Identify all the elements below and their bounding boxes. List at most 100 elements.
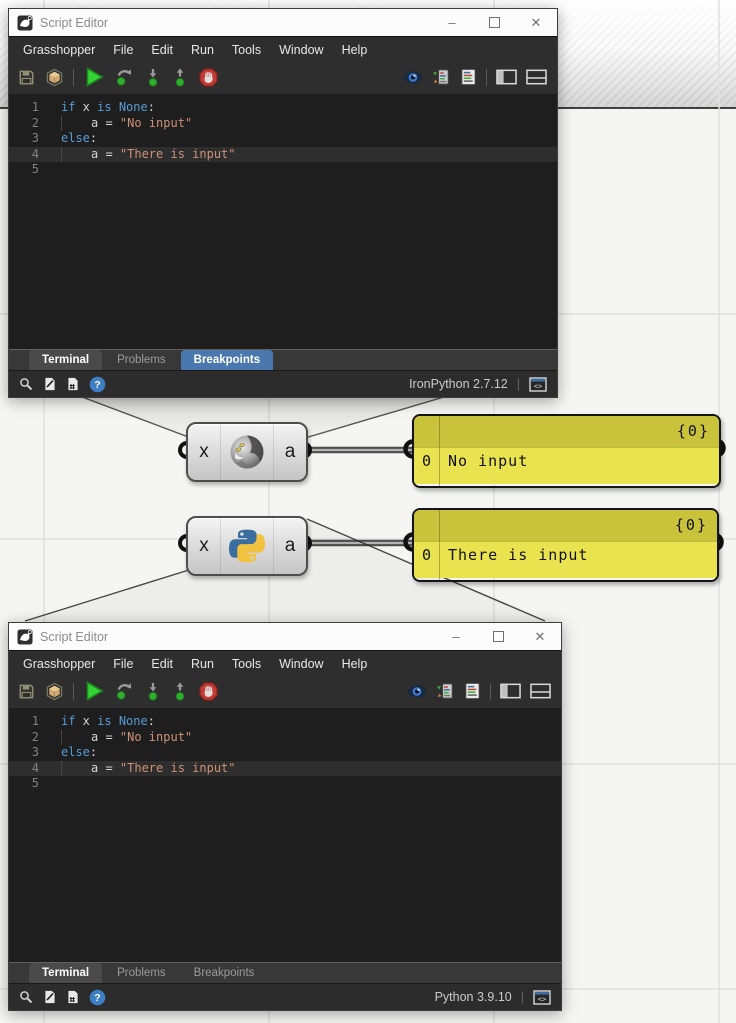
maximize-button[interactable] (477, 623, 519, 650)
status-bar: ? Python 3.9.10 | <> (9, 983, 561, 1010)
script-info-icon[interactable] (460, 67, 477, 87)
status-separator: | (520, 990, 524, 1004)
output-param-label[interactable]: a (284, 441, 296, 462)
sync-script-icon[interactable] (436, 681, 455, 701)
new-script-icon[interactable] (43, 376, 57, 392)
panel-header: {0} (414, 510, 717, 541)
menu-help[interactable]: Help (341, 42, 368, 57)
toolbar-separator (490, 682, 491, 700)
input-param-label[interactable]: x (199, 535, 209, 556)
code-line[interactable]: 5 (9, 162, 557, 178)
line-number: 1 (31, 100, 39, 114)
python3-component[interactable]: x a (186, 516, 308, 576)
search-icon[interactable] (18, 989, 34, 1005)
editor-callout-top (81, 396, 445, 439)
status-bar: ? IronPython 2.7.12 | <> (9, 370, 557, 397)
return-outputs-icon[interactable] (171, 681, 189, 702)
console-window-icon[interactable]: <> (529, 376, 547, 392)
save-icon[interactable] (17, 68, 36, 87)
search-icon[interactable] (18, 376, 34, 392)
menu-run[interactable]: Run (190, 42, 214, 57)
toolbar (9, 676, 561, 708)
menu-run[interactable]: Run (190, 656, 214, 671)
split-horizontal-icon[interactable] (530, 683, 551, 699)
ghpython-icon[interactable] (220, 424, 274, 480)
ghpython-component[interactable]: x a (186, 422, 308, 482)
script-info-icon[interactable] (464, 681, 481, 701)
panel-tree-path: {0} (674, 516, 708, 534)
split-vertical-icon[interactable] (496, 69, 517, 85)
toolbar (9, 62, 557, 94)
split-vertical-icon[interactable] (500, 683, 521, 699)
console-window-icon[interactable]: <> (533, 989, 551, 1005)
menu-window[interactable]: Window (279, 656, 324, 671)
sync-script-icon[interactable] (432, 67, 451, 87)
package-icon[interactable] (45, 682, 64, 701)
save-icon[interactable] (17, 682, 36, 701)
menu-edit[interactable]: Edit (151, 656, 173, 671)
menu-grasshopper[interactable]: Grasshopper (23, 656, 96, 671)
maximize-button[interactable] (473, 9, 515, 36)
tab-terminal[interactable]: Terminal (29, 963, 103, 983)
window-titlebar[interactable]: Script Editor – ✕ (9, 623, 561, 650)
reset-run-icon[interactable] (114, 67, 135, 88)
split-horizontal-icon[interactable] (526, 69, 547, 85)
tab-problems[interactable]: Problems (117, 354, 166, 366)
stop-icon[interactable] (198, 681, 219, 702)
collect-inputs-icon[interactable] (144, 681, 162, 702)
run-script-icon[interactable] (83, 66, 105, 88)
menu-tools[interactable]: Tools (231, 42, 262, 57)
package-icon[interactable] (45, 68, 64, 87)
minimize-button[interactable]: – (448, 15, 456, 30)
tab-breakpoints[interactable]: Breakpoints (180, 350, 274, 370)
close-button[interactable]: ✕ (530, 14, 542, 30)
script-template-icon[interactable] (66, 376, 80, 392)
menu-grasshopper[interactable]: Grasshopper (23, 42, 96, 57)
new-script-icon[interactable] (43, 989, 57, 1005)
stop-icon[interactable] (198, 67, 219, 88)
return-outputs-icon[interactable] (171, 67, 189, 88)
tab-problems[interactable]: Problems (117, 967, 166, 979)
tab-breakpoints[interactable]: Breakpoints (193, 967, 255, 979)
data-panel-there-is-input[interactable]: {0} 0 There is input (412, 508, 719, 582)
tab-terminal[interactable]: Terminal (29, 350, 103, 370)
run-script-icon[interactable] (83, 680, 105, 702)
collect-inputs-icon[interactable] (144, 67, 162, 88)
help-icon[interactable]: ? (89, 376, 106, 393)
output-param-label[interactable]: a (284, 535, 296, 556)
script-template-icon[interactable] (66, 989, 80, 1005)
help-icon[interactable]: ? (89, 989, 106, 1006)
python3-icon[interactable] (220, 518, 274, 574)
menu-tools[interactable]: Tools (231, 656, 262, 671)
minimize-button[interactable]: – (452, 629, 460, 644)
code-line[interactable]: 5 (9, 776, 561, 792)
menu-window[interactable]: Window (279, 42, 324, 57)
window-titlebar[interactable]: Script Editor – ✕ (9, 9, 557, 36)
data-panel-no-input[interactable]: {0} 0 No input (412, 414, 721, 488)
close-button[interactable]: ✕ (534, 628, 546, 644)
menu-file[interactable]: File (113, 42, 134, 57)
svg-text:<>: <> (534, 382, 542, 390)
input-param-label[interactable]: x (199, 441, 209, 462)
panel-header-divider (414, 541, 717, 542)
panel-index-divider (439, 416, 440, 486)
menu-file[interactable]: File (113, 656, 134, 671)
menu-edit[interactable]: Edit (151, 42, 173, 57)
reset-run-icon[interactable] (114, 681, 135, 702)
runtime-label[interactable]: IronPython 2.7.12 (409, 377, 508, 391)
panel-row-index: 0 (421, 452, 432, 470)
menu-help[interactable]: Help (341, 656, 368, 671)
runtime-label[interactable]: Python 3.9.10 (434, 990, 512, 1004)
preview-eye-icon[interactable] (407, 684, 427, 699)
preview-eye-icon[interactable] (403, 70, 423, 85)
